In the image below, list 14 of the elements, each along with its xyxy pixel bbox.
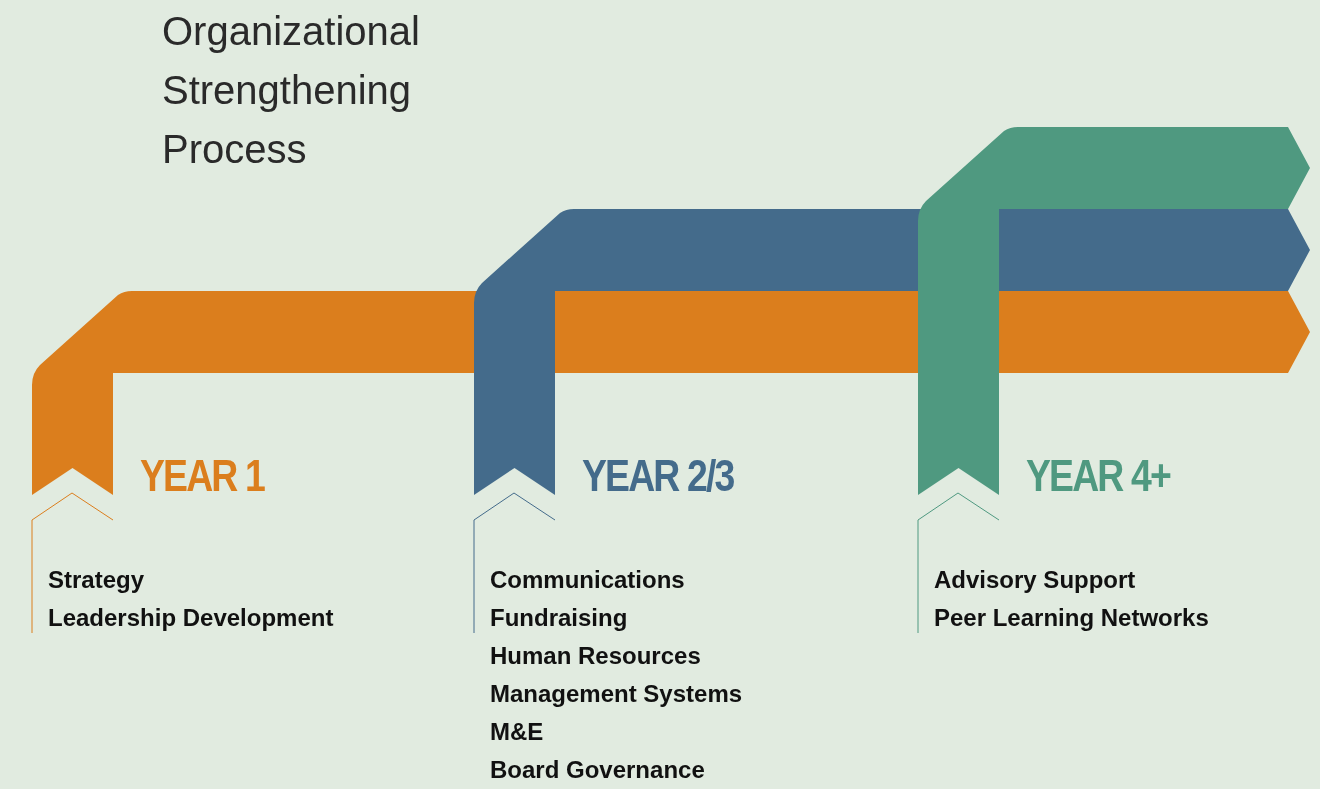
list-item: Communications [490,565,685,595]
year-heading: YEAR 2/3 [582,450,734,502]
list-item: M&E [490,717,544,747]
list-item: Fundraising [490,603,628,633]
list-item: Management Systems [490,679,743,709]
list-item: Board Governance [490,755,705,785]
year-heading: YEAR 1 [140,450,264,502]
list-item: Leadership Development [48,603,334,633]
title: Organizational Strengthening Process [162,8,421,173]
list-item: Advisory Support [934,565,1136,595]
list-item: Peer Learning Networks [934,603,1209,633]
list-item: Strategy [48,565,145,595]
list-item: Human Resources [490,641,701,671]
year-heading: YEAR 4+ [1026,450,1170,502]
